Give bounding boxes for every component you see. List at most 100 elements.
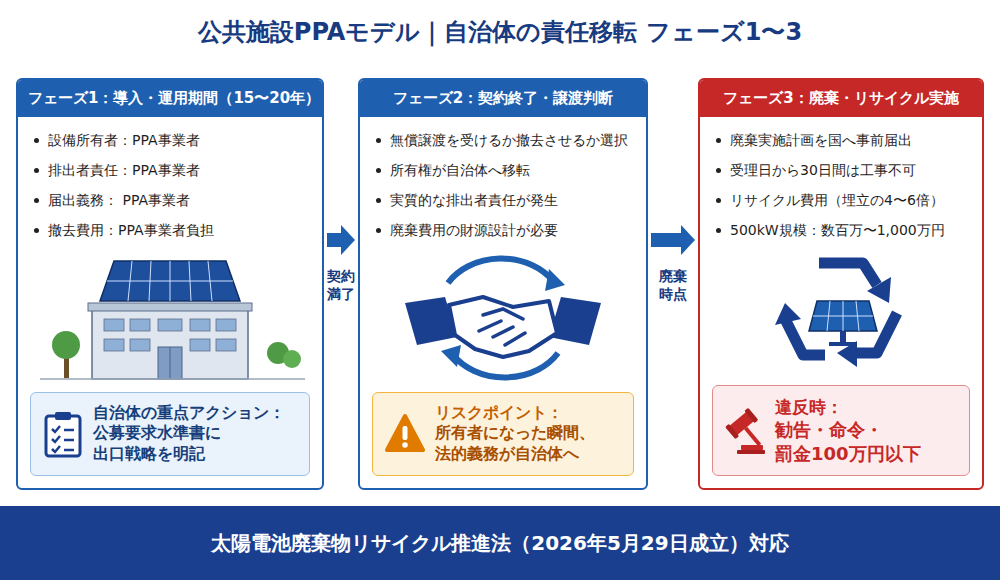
callout-body: 勧告・命令・ 罰金100万円以下 <box>775 418 959 465</box>
building-illustration-part <box>208 261 212 301</box>
building-illustration-part <box>104 319 236 351</box>
bullet-list: 無償譲渡を受けるか撤去させるか選択所有権が自治体へ移転実質的な排出者責任が発生廃… <box>360 117 646 240</box>
handshake-illustration-part <box>479 309 525 345</box>
bullet-text: 廃棄費用の財源設計が必要 <box>390 221 558 240</box>
callout-body: 所有者になった瞬間、 法的義務が自治体へ <box>435 423 623 465</box>
recycle-illustration-part <box>809 301 877 331</box>
warning-icon-part <box>387 416 423 450</box>
handshake-illustration-part <box>441 345 461 367</box>
bullet-row: 受理日から30日間は工事不可 <box>716 161 970 180</box>
building-illustration-part <box>104 319 124 331</box>
footer-band: 太陽電池廃棄物リサイクル推進法（2026年5月29日成立）対応 <box>0 506 1000 580</box>
building-illustration-part <box>158 347 182 379</box>
building-illustration-part <box>128 261 132 301</box>
building-illustration-part <box>216 319 236 331</box>
phase-header: フェーズ1：導入・運用期間（15〜20年） <box>28 89 312 108</box>
building-illustration-part <box>88 303 252 311</box>
handshake-illustration-part <box>448 259 553 283</box>
phase-header-band: フェーズ3：廃棄・リサイクル実施 <box>700 80 982 117</box>
building-illustration-part <box>130 319 150 331</box>
handshake-illustration-part <box>545 269 565 291</box>
bullet-text: 撤去費用：PPA事業者負担 <box>48 221 214 240</box>
bullet-list: 廃棄実施計画を国へ事前届出受理日から30日間は工事不可リサイクル費用（埋立の4〜… <box>700 117 982 240</box>
callout-box: 違反時：勧告・命令・ 罰金100万円以下 <box>712 385 970 476</box>
building-illustration-part <box>92 309 248 379</box>
building-illustration-part <box>104 339 124 351</box>
arrow-label: 契約 満了 <box>326 268 357 303</box>
arrow-label: 廃棄 時点 <box>658 268 689 303</box>
diagram-title: 公共施設PPAモデル｜自治体の責任移転 フェーズ1〜3 <box>0 16 1000 48</box>
bullet-dot <box>376 198 381 203</box>
phase-header: フェーズ2：契約終了・譲渡判断 <box>370 89 636 108</box>
callout-box: リスクポイント：所有者になった瞬間、 法的義務が自治体へ <box>372 392 634 476</box>
bullet-text: 排出者責任：PPA事業者 <box>48 161 200 180</box>
phase-panel: フェーズ2：契約終了・譲渡判断無償譲渡を受けるか撤去させるか選択所有権が自治体へ… <box>358 78 648 490</box>
bullet-row: 所有権が自治体へ移転 <box>376 161 634 180</box>
bullet-text: 500kW規模：数百万〜1,000万円 <box>730 221 945 240</box>
handshake-illustration <box>358 253 648 383</box>
gavel-icon-part <box>737 450 765 454</box>
bullet-text: 実質的な排出者責任が発生 <box>390 191 558 210</box>
building-illustration-part <box>40 378 305 380</box>
handshake-illustration-part <box>449 297 557 357</box>
recycle-illustration-part <box>867 277 891 303</box>
recycle-illustration-part <box>840 331 846 343</box>
arrow-head <box>341 225 355 255</box>
callout-box: 自治体の重点アクション：公募要求水準書に 出口戦略を明記 <box>30 392 310 476</box>
bullet-row: 設備所有者：PPA事業者 <box>34 131 310 150</box>
warning-icon <box>385 410 425 458</box>
gavel-icon-part <box>741 445 763 450</box>
recycle-illustration-part <box>813 301 873 331</box>
phase-panel: フェーズ3：廃棄・リサイクル実施廃棄実施計画を国へ事前届出受理日から30日間は工… <box>698 78 984 490</box>
bullet-dot <box>376 168 381 173</box>
gavel-icon <box>725 407 765 455</box>
building-illustration-part <box>216 339 236 351</box>
phase-header-band: フェーズ2：契約終了・譲渡判断 <box>360 80 646 117</box>
recycle-illustration <box>698 249 984 379</box>
building-illustration-part <box>52 331 80 359</box>
building-illustration-part <box>107 261 233 301</box>
phase-header: フェーズ3：廃棄・リサイクル実施 <box>710 89 972 108</box>
bullet-row: 500kW規模：数百万〜1,000万円 <box>716 221 970 240</box>
building-illustration-part <box>190 339 210 351</box>
bullet-text: 所有権が自治体へ移転 <box>390 161 530 180</box>
bullet-row: 撤去費用：PPA事業者負担 <box>34 221 310 240</box>
bullet-dot <box>34 168 39 173</box>
building-illustration-part <box>189 261 191 301</box>
bullet-row: 廃棄実施計画を国へ事前届出 <box>716 131 970 150</box>
bullet-text: リサイクル費用（埋立の4〜6倍） <box>730 191 944 210</box>
arrow-head <box>681 225 695 255</box>
callout-heading: 自治体の重点アクション： <box>93 403 299 424</box>
clipboard-icon-part <box>64 430 74 450</box>
bullet-row: リサイクル費用（埋立の4〜6倍） <box>716 191 970 210</box>
callout-body: 公募要求水準書に 出口戦略を明記 <box>93 423 299 465</box>
recycle-illustration-part <box>856 301 859 331</box>
building-illustration-part <box>158 319 182 331</box>
clipboard-icon-part <box>46 416 80 456</box>
recycle-illustration-part <box>819 263 877 285</box>
bullet-row: 実質的な排出者責任が発生 <box>376 191 634 210</box>
bullet-dot <box>716 198 721 203</box>
bullet-text: 廃棄実施計画を国へ事前届出 <box>730 131 912 150</box>
bullet-text: 届出義務： PPA事業者 <box>48 191 190 210</box>
block-arrow <box>327 225 355 255</box>
building-illustration-part <box>190 319 210 331</box>
building-illustration-part <box>170 347 171 379</box>
arrow-shaft <box>651 233 682 247</box>
bullet-dot <box>34 228 39 233</box>
warning-icon-part <box>403 426 408 440</box>
callout-heading: リスクポイント： <box>435 403 623 424</box>
building-illustration-part <box>170 261 171 301</box>
bullet-list: 設備所有者：PPA事業者排出者責任：PPA事業者届出義務： PPA事業者撤去費用… <box>18 117 322 240</box>
block-arrow <box>651 225 695 255</box>
bullet-text: 無償譲渡を受けるか撤去させるか選択 <box>390 131 628 150</box>
bullet-text: 設備所有者：PPA事業者 <box>48 131 200 150</box>
footer-caption: 太陽電池廃棄物リサイクル推進法（2026年5月29日成立）対応 <box>211 530 788 557</box>
clipboard-icon <box>43 410 83 458</box>
gavel-icon-part <box>725 423 739 438</box>
bullet-dot <box>34 138 39 143</box>
building-illustration <box>20 253 320 383</box>
recycle-illustration-part <box>829 342 857 346</box>
bullet-row: 廃棄費用の財源設計が必要 <box>376 221 634 240</box>
